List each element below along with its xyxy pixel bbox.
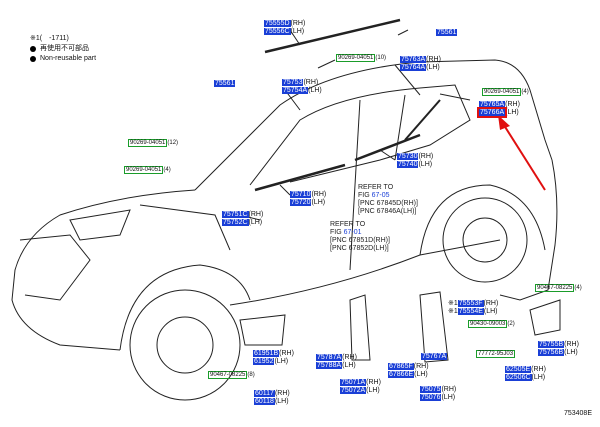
part-label-75553[interactable]: ※175553F(RH)※175554E(LH) (448, 300, 499, 315)
part-label-90467-4[interactable]: 90467-08225(4) (535, 284, 582, 292)
part-label-90430[interactable]: 90430-09003(2) (468, 320, 515, 328)
door-belt-moulding-rear (354, 133, 421, 162)
part-label-75751[interactable]: 75751C(RH)75752C(LH) (222, 211, 264, 226)
rear-lower-part (529, 299, 561, 336)
rear-wheel-hub (462, 217, 508, 263)
part-label-90269-4-right[interactable]: 90269-04051(4) (482, 88, 529, 96)
front-window-line (249, 87, 421, 186)
part-label-77772[interactable]: 77772-95J03 (476, 350, 516, 358)
part-label-90269-10[interactable]: 90269-04051(10) (336, 54, 387, 62)
headlamp-outline (69, 209, 131, 241)
front-wheel (129, 289, 241, 401)
door-belt-moulding-front (254, 163, 346, 192)
part-label-75755[interactable]: 75755B(RH)75756B(LH) (538, 341, 579, 356)
highlight-arrow-head (498, 115, 510, 130)
part-label-60117[interactable]: 60117(RH)60118(LH) (254, 390, 290, 405)
part-label-90269-12[interactable]: 90269-04051(12) (128, 139, 179, 147)
part-label-75753[interactable]: 75753(RH)75754A(LH) (282, 79, 322, 94)
rear-wheel (442, 197, 528, 283)
part-label-75561-top[interactable]: 75561 (436, 29, 458, 36)
fender-line (139, 204, 231, 251)
legend-en: Non-reusable part (40, 55, 97, 62)
rear-window-line (289, 84, 471, 183)
part-label-75767[interactable]: 75767A (421, 353, 448, 360)
diagram-code: 753408E (563, 410, 592, 417)
car-rear-wheel-arch (419, 184, 546, 256)
part-label-61951[interactable]: 61951B(RH)61952(LH) (253, 350, 294, 365)
part-label-90467-8[interactable]: 90467-08225(8) (208, 371, 255, 379)
legend-header: ※1( -1711) (30, 35, 69, 42)
legend-jp: 再使用不可部品 (40, 45, 89, 52)
highlight-arrow-line (501, 121, 546, 191)
non-reusable-dot-icon (30, 46, 36, 52)
legend: ※1( -1711) 再使用不可部品 Non-reusable part (30, 34, 96, 64)
bracket-part (239, 314, 286, 346)
part-label-75075[interactable]: 75075(RH)75076(LH) (420, 386, 457, 401)
part-label-75561-left[interactable]: 75561 (214, 80, 236, 87)
leader-line (394, 64, 421, 96)
part-label-75787[interactable]: 75787A(RH)75788A(LH) (316, 354, 357, 369)
mudguard-part-1 (349, 294, 371, 361)
window-frame-moulding (404, 99, 441, 141)
part-label-75555[interactable]: 75555D(RH)75556C(LH) (264, 20, 306, 35)
part-label-75071[interactable]: 75071A(RH)75072A(LH) (340, 379, 381, 394)
car-sill-outline (229, 239, 501, 306)
grille-outline (19, 234, 91, 301)
part-label-75710[interactable]: 75710(RH)75720(LH) (290, 191, 327, 206)
leader-line (439, 93, 471, 101)
part-label-75730[interactable]: 75730(RH)75740(LH) (397, 153, 434, 168)
leader-line (379, 149, 396, 161)
mudguard-part-2 (419, 291, 449, 363)
non-reusable-dot-icon (30, 56, 36, 62)
part-label-75763[interactable]: 75763A(RH)75764A(LH) (400, 56, 441, 71)
front-wheel-hub (156, 316, 214, 374)
part-label-75765[interactable]: 75765A(RH)75766A(LH) (476, 101, 520, 118)
leader-line (289, 29, 301, 46)
car-rear-outline (499, 159, 558, 301)
b-pillar-line (394, 94, 406, 161)
car-roof-outline (194, 59, 553, 191)
part-label-67865[interactable]: 67865F(RH)67866E(LH) (388, 363, 429, 378)
car-front-wheel-arch (119, 264, 251, 351)
part-label-62505[interactable]: 62505E(RH)62506C(LH) (505, 366, 546, 381)
leader-line (397, 29, 409, 36)
leader-line (317, 59, 336, 69)
part-label-90269-4-left[interactable]: 90269-04051(4) (124, 166, 171, 174)
leader-line (279, 184, 291, 196)
car-hood-outline (11, 189, 196, 351)
door-line (349, 99, 361, 271)
roof-rail-moulding (264, 18, 401, 54)
